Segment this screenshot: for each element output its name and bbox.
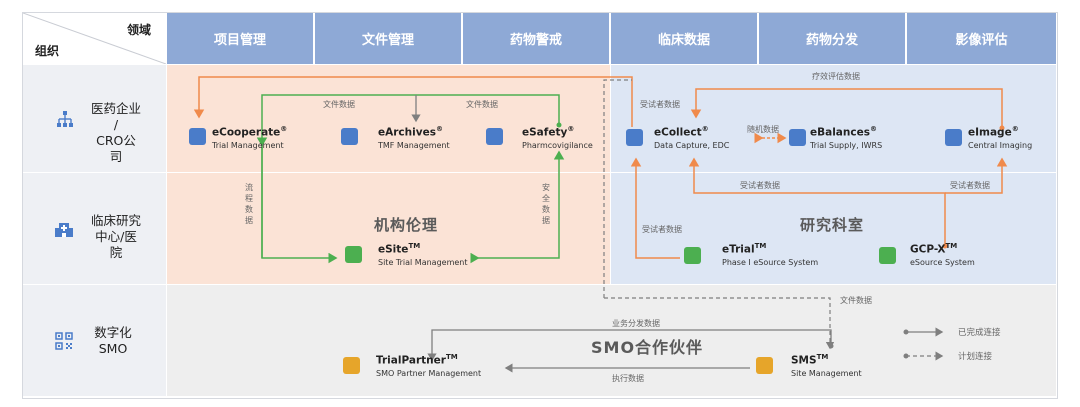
zone-label-ethics: 机构伦理 <box>374 216 439 234</box>
row-divider-2 <box>23 284 1056 285</box>
legend-done: 已完成连接 <box>958 328 1001 338</box>
earchives-name[interactable]: eArchives® <box>378 125 443 139</box>
corner-header: 领域 组织 <box>23 13 166 64</box>
edge-label-process-data: 流程数据 <box>245 183 253 225</box>
sms-sub: Site Management <box>791 369 862 378</box>
domain-header-drug-dist: 药物分发 <box>759 13 905 64</box>
earchives-sub: TMF Management <box>378 141 450 150</box>
smo-zone <box>167 285 1056 396</box>
edge-label-subject-data-etrial: 受试者数据 <box>642 225 682 234</box>
esafety-name[interactable]: eSafety® <box>522 125 575 139</box>
edge-label-subject-data-mid: 受试者数据 <box>740 181 780 190</box>
zone-label-research-lab: 研究科室 <box>800 216 865 234</box>
esite-name[interactable]: eSiteTM <box>378 242 421 256</box>
row-head-site <box>23 173 166 284</box>
sms-icon <box>756 357 773 374</box>
ecooperate-sub: Trial Management <box>212 141 284 150</box>
edge-label-efficacy-data: 疗效评估数据 <box>812 72 860 81</box>
edge-label-file-data-2: 文件数据 <box>466 100 498 109</box>
edge-label-file-data-1: 文件数据 <box>323 100 355 109</box>
etrial-sub: Phase I eSource System <box>722 258 819 267</box>
row-head-smo <box>23 285 166 396</box>
trialpartner-sub: SMO Partner Management <box>376 369 482 378</box>
domain-header-pharmacovigilance: 药物警戒 <box>463 13 609 64</box>
edge-label-file-data-sms: 文件数据 <box>840 296 872 305</box>
row-label-research-site: 临床研究 中心/医院 <box>90 213 141 260</box>
trialpartner-name[interactable]: TrialPartnerTM <box>376 353 458 367</box>
trialpartner-icon <box>343 357 360 374</box>
ecooperate-icon <box>189 128 206 145</box>
diagram-frame <box>22 12 1058 399</box>
edge-label-subject-data-top: 受试者数据 <box>640 100 680 109</box>
legend-lines <box>903 327 944 361</box>
qr-code-icon <box>55 332 73 350</box>
edge-label-safety-data: 安全数据 <box>542 183 550 225</box>
edge-label-random-data: 随机数据 <box>747 125 779 134</box>
ecooperate-name[interactable]: eCooperate® <box>212 125 288 139</box>
esite-icon <box>345 246 362 263</box>
edge-label-subject-data-right: 受试者数据 <box>950 181 990 190</box>
esite-sub: Site Trial Management <box>378 258 468 267</box>
corner-domain-label: 领域 <box>127 23 152 37</box>
gcpx-name[interactable]: GCP-XTM <box>910 242 958 256</box>
domain-header-project-mgmt: 项目管理 <box>167 13 313 64</box>
gcpx-sub: eSource System <box>910 258 975 267</box>
edge-label-exec-data: 执行数据 <box>612 374 644 383</box>
ebalances-sub: Trial Supply, IWRS <box>810 141 883 150</box>
etrial-icon <box>684 247 701 264</box>
org-chart-icon <box>57 111 73 127</box>
row-label-digital-smo: 数字化 SMO <box>94 325 132 356</box>
domain-header-clinical-data: 临床数据 <box>611 13 757 64</box>
ebalances-icon <box>789 129 806 146</box>
corner-divider <box>23 13 166 64</box>
earchives-icon <box>341 128 358 145</box>
orange-edges <box>193 76 1008 259</box>
hospital-icon <box>55 223 73 237</box>
domain-header-imaging: 影像评估 <box>907 13 1056 64</box>
esafety-sub: Pharmcovigilance <box>522 141 593 150</box>
edge-label-business-dist: 业务分发数据 <box>612 319 660 328</box>
gray-edges <box>411 79 835 373</box>
ecollect-icon <box>626 129 643 146</box>
legend-plan: 计划连接 <box>958 352 993 362</box>
ecollect-sub: Data Capture, EDC <box>654 141 730 150</box>
ecollect-name[interactable]: eCollect® <box>654 125 709 139</box>
ebalances-name[interactable]: eBalances® <box>810 125 877 139</box>
gcpx-icon <box>879 247 896 264</box>
etrial-name[interactable]: eTrialTM <box>722 242 767 256</box>
sms-name[interactable]: SMSTM <box>791 353 829 367</box>
row-label-pharma-cro: 医药企业 / CRO公司 <box>90 101 141 164</box>
eimage-sub: Central Imaging <box>968 141 1033 150</box>
green-edges <box>256 94 565 264</box>
domain-header-file-mgmt: 文件管理 <box>315 13 461 64</box>
esafety-icon <box>486 128 503 145</box>
corner-org-label: 组织 <box>35 44 60 58</box>
row-head-pharma <box>23 65 166 172</box>
eimage-name[interactable]: eImage® <box>968 125 1019 139</box>
zone-label-smo-partner: SMO合作伙伴 <box>591 338 704 357</box>
eimage-icon <box>945 129 962 146</box>
